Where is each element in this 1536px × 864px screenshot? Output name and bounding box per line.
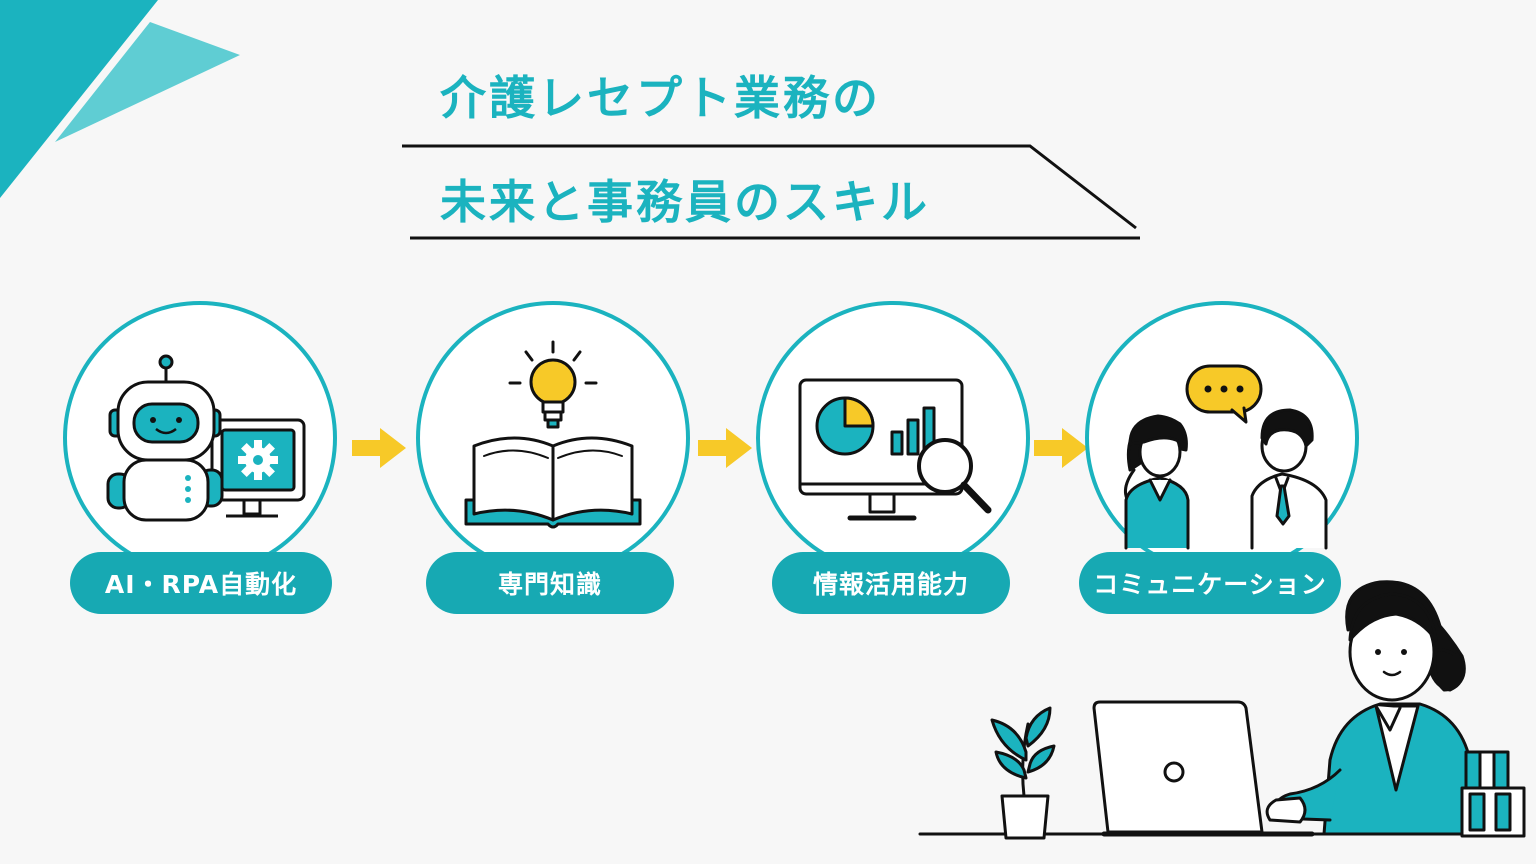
page-title-line-1: 介護レセプト業務の: [440, 71, 881, 125]
arrow-right-icon: [1034, 428, 1088, 468]
arrow-right-icon: [698, 428, 752, 468]
desk-scene: [918, 580, 1526, 840]
robot-computer-icon: [106, 354, 306, 522]
book-lightbulb-icon: [464, 340, 642, 529]
monitor-analytics-icon: [798, 378, 992, 521]
step-label-ai-rpa: AI・RPA自動化: [70, 552, 332, 614]
corner-decoration: [0, 0, 240, 198]
step-label-communication: コミュニケーション: [1079, 552, 1341, 614]
step-label-information: 情報活用能力: [772, 552, 1010, 614]
arrow-right-icon: [352, 428, 406, 468]
page-title-line-2: 未来と事務員のスキル: [440, 175, 930, 229]
title-underline: [402, 144, 1140, 240]
conversation-people-icon: [1124, 364, 1328, 550]
step-label-knowledge: 専門知識: [426, 552, 674, 614]
